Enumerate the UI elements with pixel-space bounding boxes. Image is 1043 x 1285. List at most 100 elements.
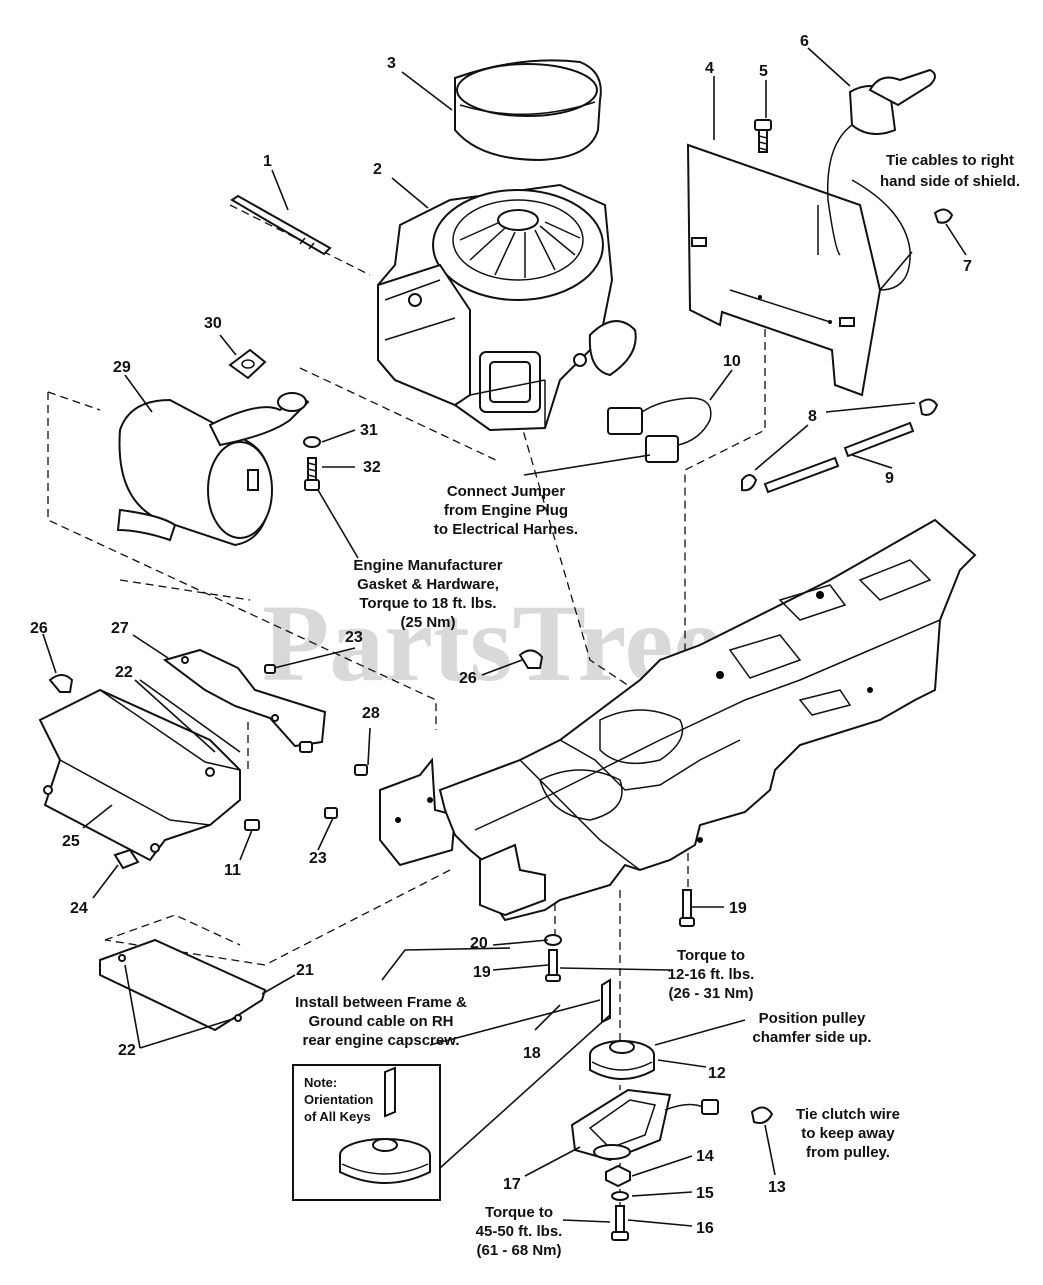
svg-text:Gasket & Hardware,: Gasket & Hardware, bbox=[357, 576, 499, 593]
callout-22a: 22 bbox=[115, 664, 133, 681]
svg-text:chamfer side up.: chamfer side up. bbox=[752, 1029, 871, 1046]
callout-26b: 26 bbox=[459, 670, 477, 687]
svg-text:Tie clutch wire: Tie clutch wire bbox=[796, 1106, 900, 1123]
callout-24: 24 bbox=[70, 900, 88, 917]
svg-text:(25 Nm): (25 Nm) bbox=[400, 614, 455, 631]
callout-26a: 26 bbox=[30, 620, 48, 637]
key bbox=[601, 978, 611, 1024]
svg-text:to Electrical Harnes.: to Electrical Harnes. bbox=[434, 521, 578, 538]
frame-bracket-left bbox=[379, 757, 457, 867]
callout-10: 10 bbox=[723, 353, 741, 370]
small-hardware bbox=[48, 649, 544, 870]
svg-text:Torque to: Torque to bbox=[485, 1204, 553, 1221]
svg-text:Torque to: Torque to bbox=[677, 947, 745, 964]
callout-9: 9 bbox=[885, 470, 894, 487]
callout-6: 6 bbox=[800, 33, 809, 50]
svg-text:Connect Jumper: Connect Jumper bbox=[447, 483, 566, 500]
note-engine-manufacturer: Engine Manufacturer Gasket & Hardware, T… bbox=[353, 557, 502, 631]
callout-13: 13 bbox=[768, 1179, 786, 1196]
note-orientation-keys: Note: Orientation of All Keys bbox=[304, 1075, 373, 1124]
callout-numbers: 1 2 3 4 5 6 7 8 9 10 11 12 13 14 15 16 1… bbox=[30, 33, 972, 1237]
callout-2: 2 bbox=[373, 161, 382, 178]
jumper-harness bbox=[607, 397, 712, 463]
callout-14: 14 bbox=[696, 1148, 714, 1165]
callout-19b: 19 bbox=[473, 964, 491, 981]
callout-19a: 19 bbox=[729, 900, 747, 917]
callout-15: 15 bbox=[696, 1185, 714, 1202]
note-tie-cables: Tie cables to right hand side of shield. bbox=[880, 152, 1020, 190]
svg-text:to keep away: to keep away bbox=[801, 1125, 895, 1142]
callout-25: 25 bbox=[62, 833, 80, 850]
dipstick-tube bbox=[230, 194, 332, 256]
cable-tie-7 bbox=[933, 208, 954, 224]
callout-8: 8 bbox=[808, 408, 817, 425]
svg-text:45-50 ft. lbs.: 45-50 ft. lbs. bbox=[476, 1223, 563, 1240]
bolt bbox=[754, 119, 772, 153]
key-orientation-inset bbox=[292, 1064, 441, 1201]
note-torque-12-16: Torque to 12-16 ft. lbs. (26 - 31 Nm) bbox=[668, 947, 755, 1002]
svg-text:Note:: Note: bbox=[304, 1075, 337, 1090]
callout-5: 5 bbox=[759, 63, 768, 80]
assembly-lines bbox=[47, 204, 766, 1215]
callout-30: 30 bbox=[204, 315, 222, 332]
shield bbox=[686, 143, 882, 397]
note-connect-jumper: Connect Jumper from Engine Plug to Elect… bbox=[434, 483, 578, 538]
svg-text:of All Keys: of All Keys bbox=[304, 1109, 371, 1124]
callout-31: 31 bbox=[360, 422, 378, 439]
svg-text:12-16 ft. lbs.: 12-16 ft. lbs. bbox=[668, 966, 755, 983]
svg-text:from Engine Plug: from Engine Plug bbox=[444, 502, 568, 519]
callout-20: 20 bbox=[470, 935, 488, 952]
engine bbox=[377, 183, 637, 432]
svg-text:Install between Frame &: Install between Frame & bbox=[295, 994, 467, 1011]
svg-text:Orientation: Orientation bbox=[304, 1092, 373, 1107]
callout-23b: 23 bbox=[309, 850, 327, 867]
note-tie-clutch-wire: Tie clutch wire to keep away from pulley… bbox=[796, 1106, 900, 1161]
callout-4: 4 bbox=[705, 60, 714, 77]
svg-text:Engine Manufacturer: Engine Manufacturer bbox=[353, 557, 502, 574]
svg-text:Tie cables to right: Tie cables to right bbox=[886, 152, 1014, 169]
svg-text:hand side of shield.: hand side of shield. bbox=[880, 173, 1020, 190]
callout-29: 29 bbox=[113, 359, 131, 376]
callout-18: 18 bbox=[523, 1045, 541, 1062]
note-torque-45-50: Torque to 45-50 ft. lbs. (61 - 68 Nm) bbox=[476, 1204, 563, 1259]
svg-text:(26 - 31 Nm): (26 - 31 Nm) bbox=[668, 985, 753, 1002]
svg-text:Position pulley: Position pulley bbox=[759, 1010, 866, 1027]
heat-shield-bracket bbox=[162, 648, 327, 748]
washer-bolt bbox=[303, 436, 321, 491]
callout-23a: 23 bbox=[345, 629, 363, 646]
frame-bolts bbox=[544, 889, 695, 982]
muffler-guard bbox=[38, 688, 241, 862]
air-cleaner-cover bbox=[454, 59, 602, 162]
callout-1: 1 bbox=[263, 153, 272, 170]
callout-12: 12 bbox=[708, 1065, 726, 1082]
gasket bbox=[228, 348, 267, 380]
leader-lines bbox=[42, 47, 967, 1227]
muffler bbox=[116, 392, 310, 547]
throttle-control bbox=[826, 68, 936, 291]
tractor-frame bbox=[438, 518, 977, 922]
note-position-pulley: Position pulley chamfer side up. bbox=[752, 1010, 871, 1046]
svg-text:rear engine capscrew.: rear engine capscrew. bbox=[302, 1032, 459, 1049]
svg-text:Torque to 18 ft. lbs.: Torque to 18 ft. lbs. bbox=[359, 595, 496, 612]
callout-21: 21 bbox=[296, 962, 314, 979]
callout-16: 16 bbox=[696, 1220, 714, 1237]
callout-11: 11 bbox=[224, 862, 241, 879]
note-install-between: Install between Frame & Ground cable on … bbox=[295, 994, 467, 1049]
svg-text:from pulley.: from pulley. bbox=[806, 1144, 890, 1161]
svg-text:(61 - 68 Nm): (61 - 68 Nm) bbox=[476, 1242, 561, 1259]
svg-text:Ground cable on RH: Ground cable on RH bbox=[308, 1013, 453, 1030]
callout-17: 17 bbox=[503, 1176, 521, 1193]
callout-28: 28 bbox=[362, 705, 380, 722]
hose-and-clamps bbox=[741, 398, 939, 494]
callout-32: 32 bbox=[363, 459, 381, 476]
clutch-hardware bbox=[605, 1106, 774, 1241]
bottom-plate bbox=[99, 938, 267, 1032]
electric-clutch bbox=[570, 1088, 719, 1162]
pulley bbox=[589, 1040, 655, 1080]
callout-7: 7 bbox=[963, 258, 972, 275]
callout-27: 27 bbox=[111, 620, 129, 637]
callout-22b: 22 bbox=[118, 1042, 136, 1059]
callout-3: 3 bbox=[387, 55, 396, 72]
